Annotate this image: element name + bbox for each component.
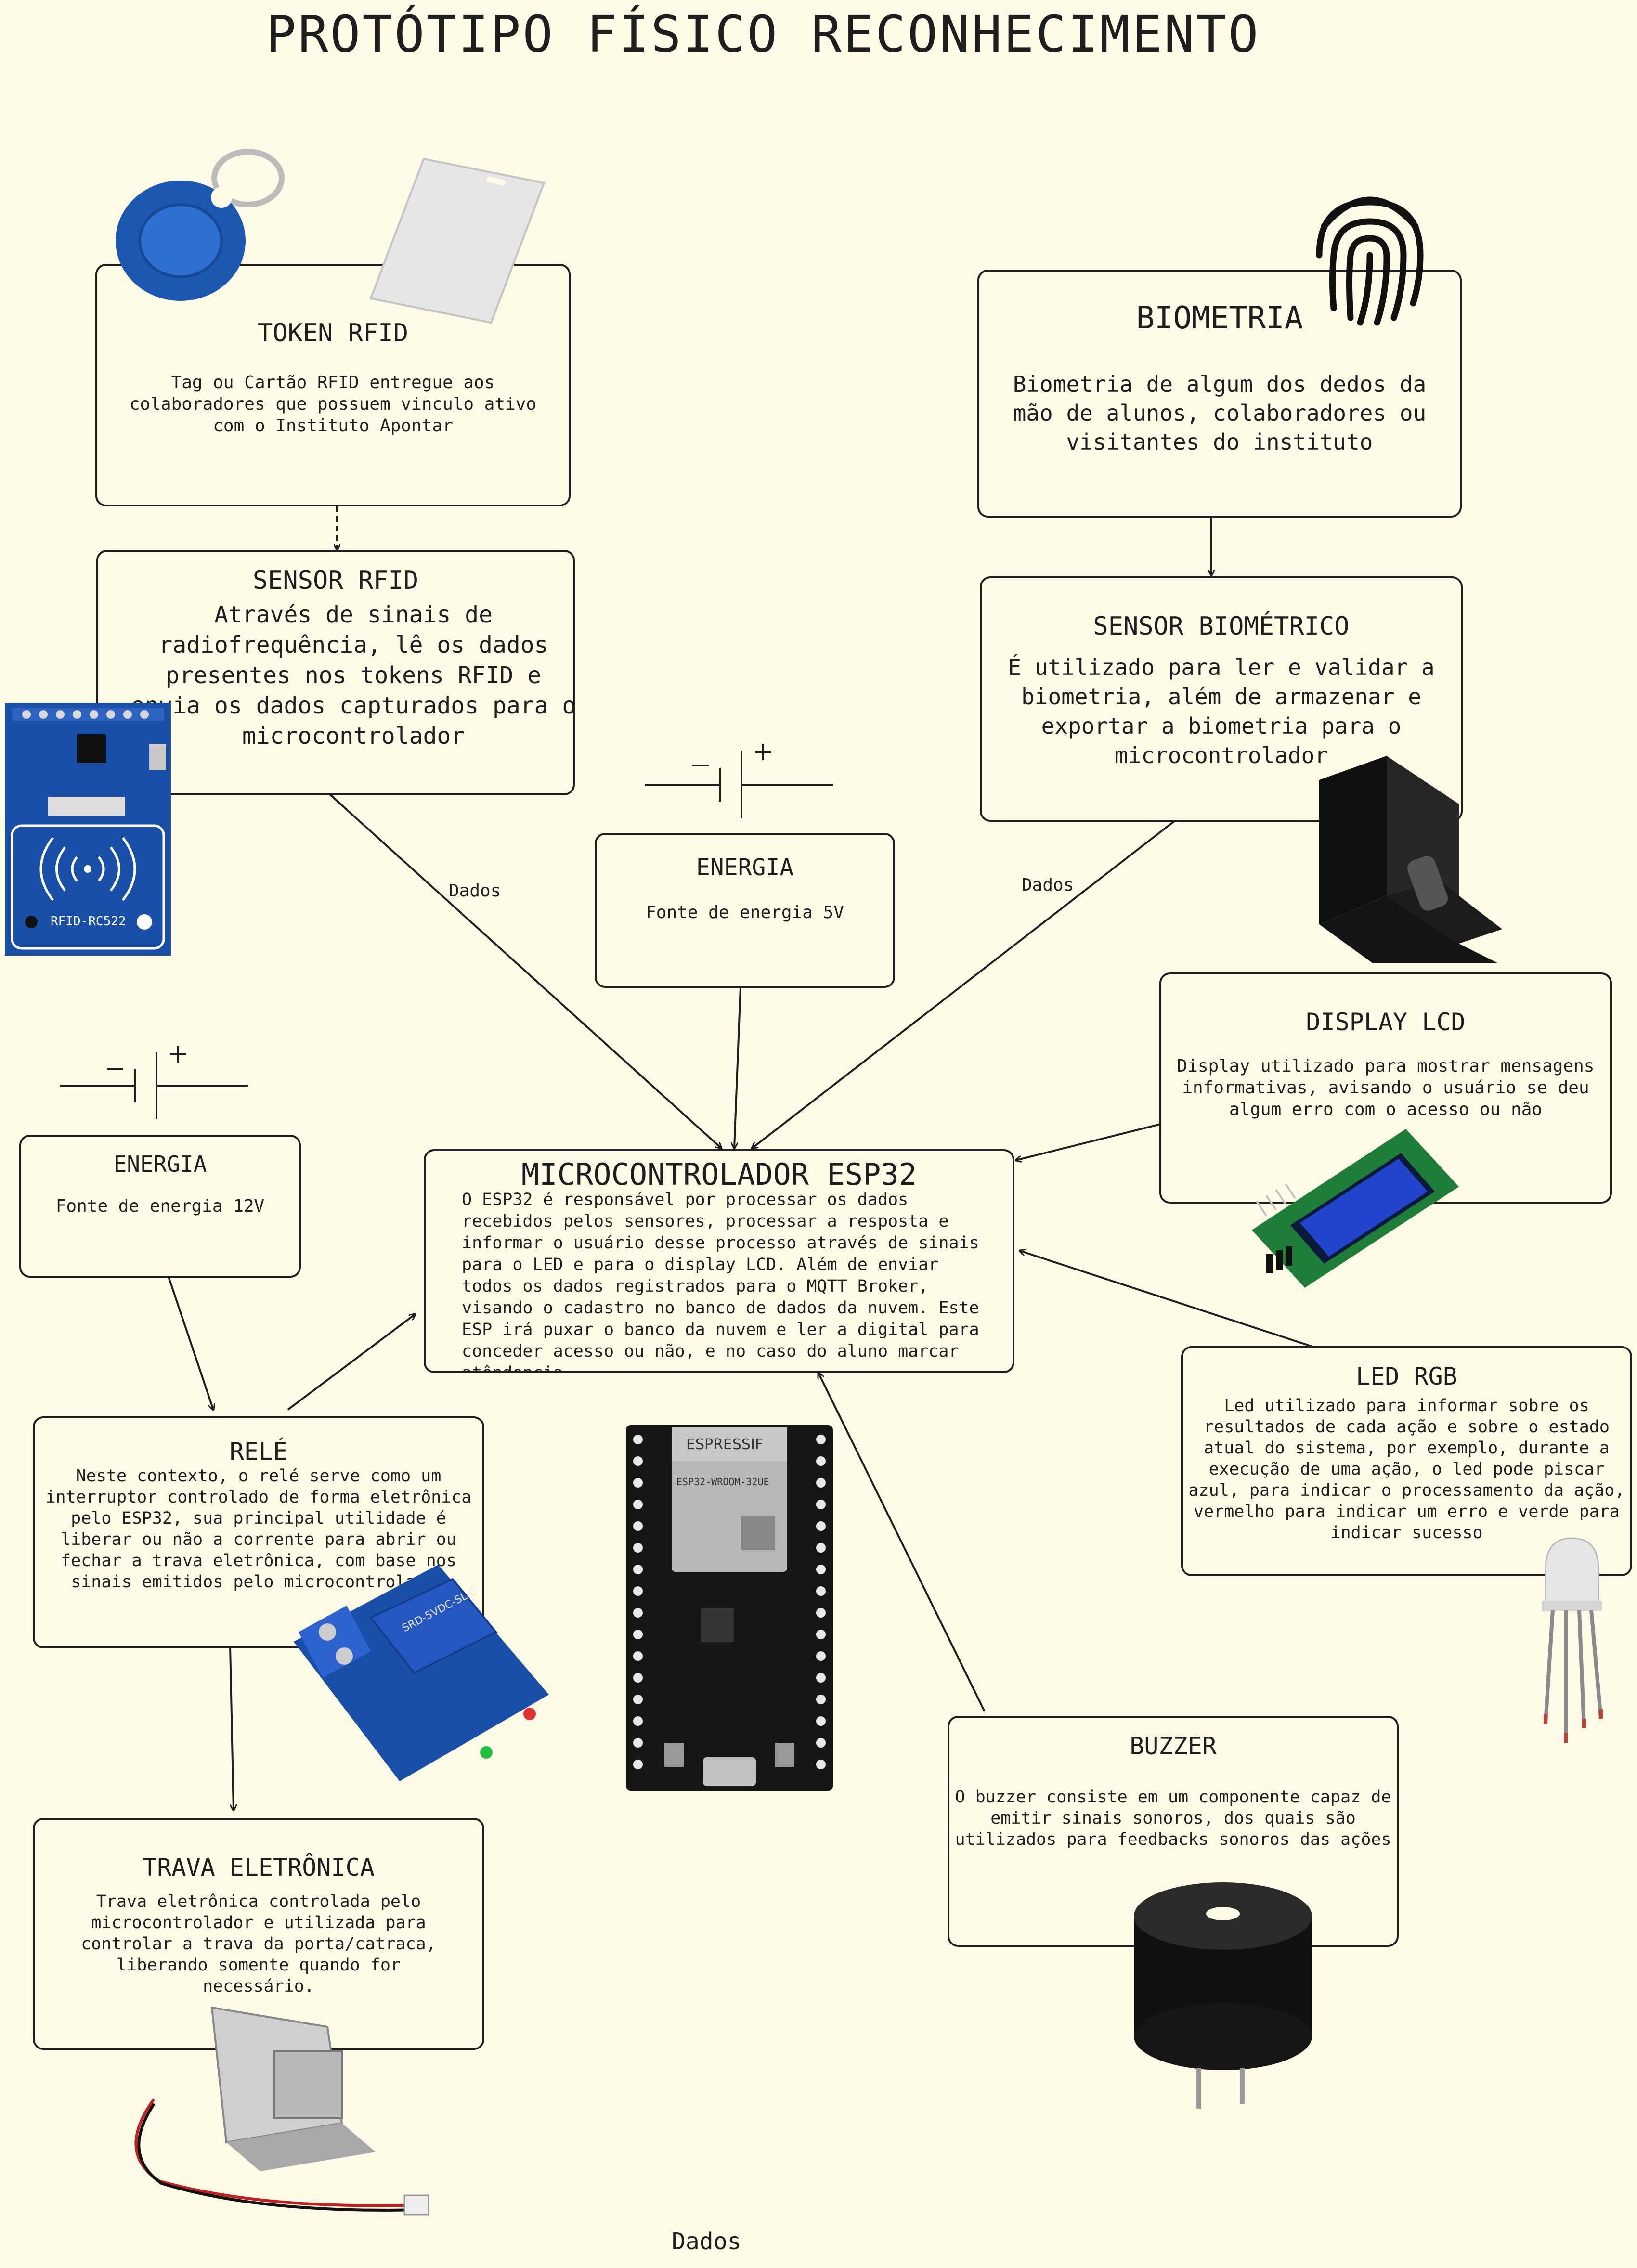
arrow-led-to-esp <box>1020 1251 1317 1349</box>
node-desc: Led utilizado para informar sobre os res… <box>1188 1396 1625 1542</box>
rfid-module-image: RFID-RC522 <box>5 703 171 958</box>
led-rgb-image <box>1536 1531 1608 1750</box>
arrow-lcd-to-esp <box>1016 1123 1161 1160</box>
arrow-buzzer-to-esp <box>818 1373 986 1712</box>
node-title: BIOMETRIA <box>1136 300 1303 336</box>
node-esp32: MICROCONTROLADOR ESP32 O ESP32 é respons… <box>424 1149 1014 1373</box>
node-desc: Tag ou Cartão RFID entregue aos colabora… <box>129 373 537 436</box>
node-desc: Neste contexto, o relé serve como um int… <box>45 1466 472 1592</box>
node-sensor-rfid: SENSOR RFID Através de sinais de radiofr… <box>96 550 576 795</box>
esp32-board-image: ESPRESSIF ESP32-WROOM-32UE <box>626 1425 833 1793</box>
node-title: RELÉ <box>229 1438 288 1465</box>
node-title: TRAVA ELETRÔNICA <box>143 1853 375 1881</box>
edge-label-bottom-dados: Dados <box>672 2228 741 2255</box>
node-buzzer: BUZZER O buzzer consiste em um component… <box>948 1716 1399 1947</box>
arrow-rele-to-trava <box>229 1646 234 1810</box>
node-token-rfid: TOKEN RFID Tag ou Cartão RFID entregue a… <box>95 264 571 506</box>
relay-module-image: SRD-5VDC-SL-C <box>294 1560 549 1793</box>
node-desc: Trava eletrônica controlada pelo microco… <box>81 1892 436 1996</box>
rfid-module-label: RFID-RC522 <box>51 914 126 929</box>
arrow-sensor-rfid-to-esp <box>329 793 721 1148</box>
node-desc: Fonte de energia 12V <box>55 1196 265 1216</box>
node-energia-12v: ENERGIA Fonte de energia 12V <box>19 1135 301 1278</box>
node-title: BUZZER <box>1130 1732 1217 1760</box>
node-desc: Através de sinais de radiofrequência, lê… <box>130 601 576 750</box>
node-title: ENERGIA <box>113 1151 207 1177</box>
node-title: LED RGB <box>1356 1362 1457 1390</box>
edge-label-rfid-dados: Dados <box>449 881 501 901</box>
rfid-keyfob-image <box>113 144 286 310</box>
node-desc: Fonte de energia 5V <box>646 903 844 922</box>
node-desc: O buzzer consiste em um componente capaz… <box>955 1788 1391 1849</box>
node-title: TOKEN RFID <box>257 319 409 348</box>
electronic-lock-image <box>116 1998 433 2226</box>
battery-symbol-5v <box>645 744 833 818</box>
arrow-energia12v-to-rele <box>168 1276 213 1410</box>
arrow-rele-to-esp <box>287 1314 415 1411</box>
edge-label-bio-dados: Dados <box>1022 875 1074 895</box>
node-desc: É utilizado para ler e validar a biometr… <box>1008 654 1435 768</box>
node-title: SENSOR RFID <box>252 566 419 595</box>
node-led-rgb: LED RGB Led utilizado para informar sobr… <box>1181 1346 1632 1576</box>
arrow-sensor-bio-to-esp <box>752 820 1176 1148</box>
node-energia-5v: ENERGIA Fonte de energia 5V <box>595 833 895 988</box>
node-rele: RELÉ Neste contexto, o relé serve como u… <box>33 1416 484 1648</box>
node-desc: Display utilizado para mostrar mensagens… <box>1177 1056 1595 1119</box>
node-desc: Biometria de algum dos dedos da mão de a… <box>1013 371 1427 455</box>
node-desc: O ESP32 é responsável por processar os d… <box>462 1190 979 1373</box>
node-title: SENSOR BIOMÉTRICO <box>1093 612 1350 641</box>
page-title: PROTÓTIPO FÍSICO RECONHECIMENTO <box>266 5 1260 64</box>
fingerprint-sensor-image <box>1314 751 1502 965</box>
node-title: MICROCONTROLADOR ESP32 <box>521 1157 917 1192</box>
fingerprint-icon <box>1310 183 1430 329</box>
node-trava: TRAVA ELETRÔNICA Trava eletrônica contro… <box>33 1818 484 2050</box>
lcd-display-image <box>1247 1124 1459 1290</box>
arrow-energia5v-to-esp <box>734 986 741 1148</box>
buzzer-image <box>1127 1878 1319 2120</box>
rfid-card-image <box>366 154 549 329</box>
battery-symbol-12v <box>60 1046 248 1119</box>
node-title: DISPLAY LCD <box>1306 1008 1466 1036</box>
node-title: ENERGIA <box>696 854 794 881</box>
esp-brand-label: ESPRESSIF <box>686 1436 763 1453</box>
esp-module-label: ESP32-WROOM-32UE <box>676 1476 769 1488</box>
